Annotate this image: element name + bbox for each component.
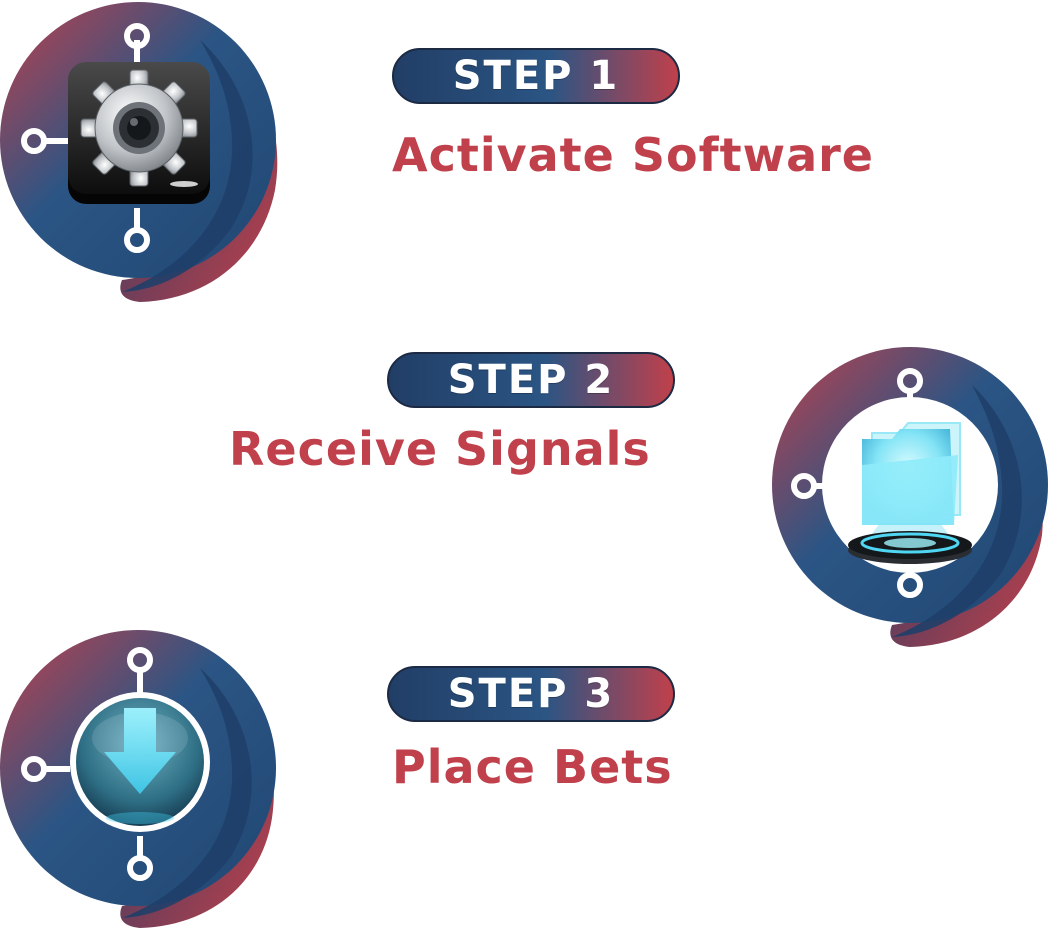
step-3-title: Place Bets — [392, 740, 673, 794]
step-2-title: Receive Signals — [229, 422, 651, 476]
step-1-title: Activate Software — [392, 128, 875, 182]
step-1-badge: STEP 1 — [392, 48, 680, 104]
hologram-folder-icon — [848, 422, 972, 564]
download-arrow-icon — [70, 692, 210, 832]
gear-icon — [68, 62, 210, 204]
step-3-badge: STEP 3 — [387, 666, 675, 722]
step-2-badge: STEP 2 — [387, 352, 675, 408]
